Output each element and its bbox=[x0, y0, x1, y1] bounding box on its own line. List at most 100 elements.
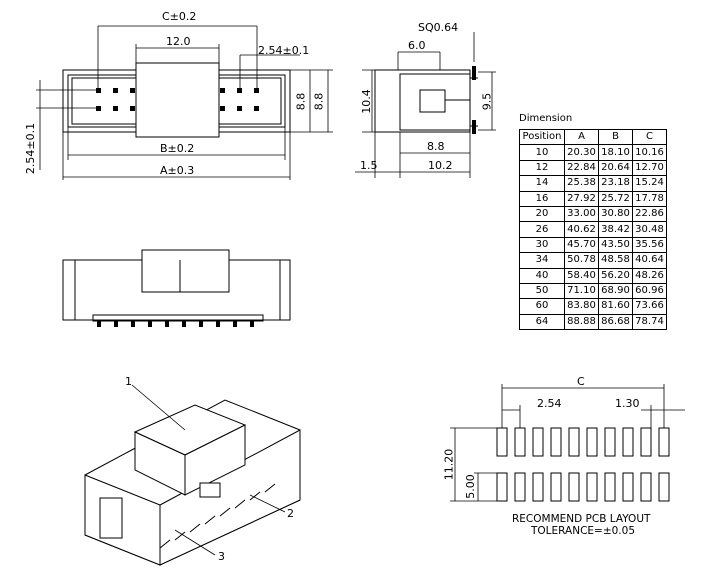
dimension-table-cell: 16 bbox=[519, 190, 565, 207]
dimension-table-cell: 12 bbox=[519, 159, 565, 177]
pcb-dim-1120-label: 11.20 bbox=[442, 448, 456, 481]
dimension-table-cell: 43.50 bbox=[598, 236, 633, 254]
dimension-table-cell: 71.10 bbox=[564, 282, 599, 300]
dim-a-label: A±0.3 bbox=[160, 164, 195, 177]
dimension-table-cell: 34 bbox=[519, 252, 565, 269]
dim-88-label: 8.8 bbox=[427, 140, 445, 153]
top-view-pins bbox=[96, 88, 259, 111]
dimension-table-cell: 64 bbox=[519, 313, 565, 331]
callout-3-label: 3 bbox=[218, 550, 225, 563]
pcb-dim-pad-label: 1.30 bbox=[615, 397, 640, 410]
dimension-table-cell: 45.70 bbox=[564, 236, 599, 254]
dimension-table-title: Dimension bbox=[519, 113, 573, 124]
dimension-table-cell: 81.60 bbox=[598, 298, 633, 315]
dimension-table-cell: 68.90 bbox=[598, 282, 633, 300]
pcb-pads-top bbox=[496, 427, 670, 457]
dimension-table-cell: 20.64 bbox=[598, 159, 633, 177]
dim-15-label: 1.5 bbox=[360, 159, 378, 172]
dimension-table-cell: 40.62 bbox=[564, 221, 599, 238]
dimension-table-cell: 27.92 bbox=[564, 190, 599, 207]
dimension-table-cell: 60 bbox=[519, 298, 565, 315]
dimension-table-cell: 17.78 bbox=[632, 190, 667, 207]
dimension-table-cell: 14 bbox=[519, 175, 565, 192]
dimension-table-cell: 12.70 bbox=[632, 159, 667, 177]
dimension-table-cell: 15.24 bbox=[632, 175, 667, 192]
dimension-table-cell: 73.66 bbox=[632, 298, 667, 315]
iso-pins bbox=[159, 483, 276, 549]
dimension-table-cell: 40.64 bbox=[632, 252, 667, 269]
dimension-table-cell: 78.74 bbox=[632, 313, 667, 331]
dim-b-label: B±0.2 bbox=[160, 142, 195, 155]
dim-pitch-vertical-label: 2.54±0.1 bbox=[24, 122, 38, 175]
dim-95-label: 9.5 bbox=[480, 92, 494, 111]
pcb-pads-bottom bbox=[496, 472, 670, 502]
dimension-table-cell: 30.48 bbox=[632, 221, 667, 238]
dimension-table-cell: 26 bbox=[519, 221, 565, 238]
pcb-caption-1: RECOMMEND PCB LAYOUT bbox=[512, 513, 651, 525]
dimension-table-cell: 30 bbox=[519, 236, 565, 254]
dimension-table-cell: 58.40 bbox=[564, 267, 599, 284]
dimension-table-header-cell: B bbox=[598, 128, 633, 146]
dimension-table-header-cell: C bbox=[632, 128, 667, 146]
dimension-table-cell: 25.72 bbox=[598, 190, 633, 207]
dimension-table-cell: 48.58 bbox=[598, 252, 633, 269]
dimension-table-cell: 10 bbox=[519, 144, 565, 161]
pcb-dim-pitch-label: 2.54 bbox=[537, 397, 562, 410]
dimension-table-cell: 83.80 bbox=[564, 298, 599, 315]
dim-88a-label: 8.8 bbox=[294, 92, 308, 111]
dimension-table-cell: 35.56 bbox=[632, 236, 667, 254]
dimension-table-cell: 10.16 bbox=[632, 144, 667, 161]
dimension-table-header-cell: Position bbox=[519, 128, 565, 146]
dim-c-label: C±0.2 bbox=[162, 10, 197, 23]
dimension-table-cell: 18.10 bbox=[598, 144, 633, 161]
dim-12-label: 12.0 bbox=[166, 35, 191, 48]
dimension-table-header-cell: A bbox=[564, 128, 599, 146]
pcb-dim-c-label: C bbox=[577, 375, 585, 388]
dimension-table-cell: 20.30 bbox=[564, 144, 599, 161]
dim-sq-label: SQ0.64 bbox=[418, 21, 459, 34]
dimension-table-cell: 30.80 bbox=[598, 205, 633, 223]
callout-1-label: 1 bbox=[125, 375, 132, 388]
dimension-table-cell: 22.84 bbox=[564, 159, 599, 177]
dimension-table-cell: 25.38 bbox=[564, 175, 599, 192]
pcb-layout bbox=[450, 384, 685, 502]
dim-pitch-label: 2.54±0.1 bbox=[258, 44, 310, 57]
dimension-table-cell: 88.88 bbox=[564, 313, 599, 331]
dimension-table-cell: 60.96 bbox=[632, 282, 667, 300]
dim-102-label: 10.2 bbox=[428, 159, 453, 172]
callout-2-label: 2 bbox=[287, 507, 294, 520]
dimension-table-cell: 20 bbox=[519, 205, 565, 223]
isometric-view bbox=[84, 384, 301, 566]
front-view bbox=[62, 249, 291, 327]
top-view bbox=[36, 25, 333, 180]
front-view-pins bbox=[97, 321, 254, 327]
dimension-table-cell: 56.20 bbox=[598, 267, 633, 284]
dimension-table-cell: 33.00 bbox=[564, 205, 599, 223]
dimension-table-cell: 22.86 bbox=[632, 205, 667, 223]
pcb-caption-2: TOLERANCE=±0.05 bbox=[531, 525, 636, 537]
dimension-table-cell: 40 bbox=[519, 267, 565, 284]
side-view bbox=[355, 32, 496, 178]
dimension-table-cell: 50 bbox=[519, 282, 565, 300]
dim-88b-label: 8.8 bbox=[312, 92, 326, 111]
dimension-table-cell: 50.78 bbox=[564, 252, 599, 269]
dimension-table-cell: 86.68 bbox=[598, 313, 633, 331]
dimension-table-cell: 38.42 bbox=[598, 221, 633, 238]
dimension-table-cell: 48.26 bbox=[632, 267, 667, 284]
dim-104-label: 10.4 bbox=[359, 89, 373, 114]
pcb-dim-500-label: 5.00 bbox=[463, 474, 477, 499]
